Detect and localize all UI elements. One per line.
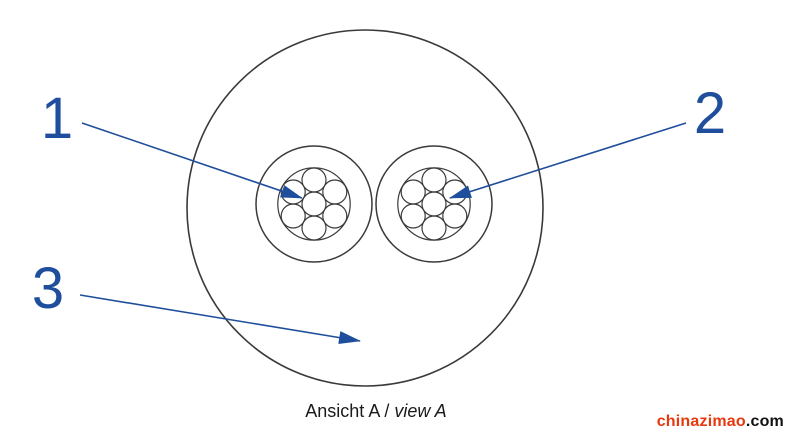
strand-wire-circle	[301, 215, 327, 241]
strand-wire-circle	[322, 179, 348, 205]
strand-wire-circle	[301, 167, 327, 193]
watermark: chinazimao.com	[657, 413, 784, 431]
diagram-caption: Ansicht A / view A	[305, 401, 446, 421]
callout-3-leader-arrow	[79, 294, 361, 345]
conductor-left	[255, 145, 373, 263]
callout-2-label: 2	[694, 81, 726, 146]
callout-3-label: 3	[32, 256, 64, 321]
cable-sheath-circle	[186, 29, 544, 387]
strand-bundle-boundary	[397, 167, 471, 241]
conductor-insulation-circle	[255, 145, 373, 263]
callout-1-label: 1	[41, 86, 73, 151]
strand-wire-circle	[421, 215, 447, 241]
watermark-site-name: chinazimao	[656, 413, 746, 430]
conductor-insulation-circle	[375, 145, 493, 263]
strand-wire-circle	[442, 179, 468, 205]
strand-wire-circle	[322, 203, 348, 229]
watermark-tld: .com	[745, 413, 784, 430]
callout-2-leader-arrow	[449, 122, 687, 199]
strand-bundle-boundary	[277, 167, 351, 241]
caption-view-label: view A	[394, 401, 446, 421]
callout-1-leader-arrow	[81, 122, 303, 199]
caption-prefix: Ansicht A /	[305, 401, 394, 421]
conductor-right	[375, 145, 493, 263]
strand-wire-circle	[301, 191, 327, 217]
strand-wire-circle	[421, 191, 447, 217]
strand-wire-circle	[280, 203, 306, 229]
strand-wire-circle	[400, 203, 426, 229]
strand-wire-circle	[442, 203, 468, 229]
strand-wire-circle	[421, 167, 447, 193]
strand-wire-circle	[400, 179, 426, 205]
